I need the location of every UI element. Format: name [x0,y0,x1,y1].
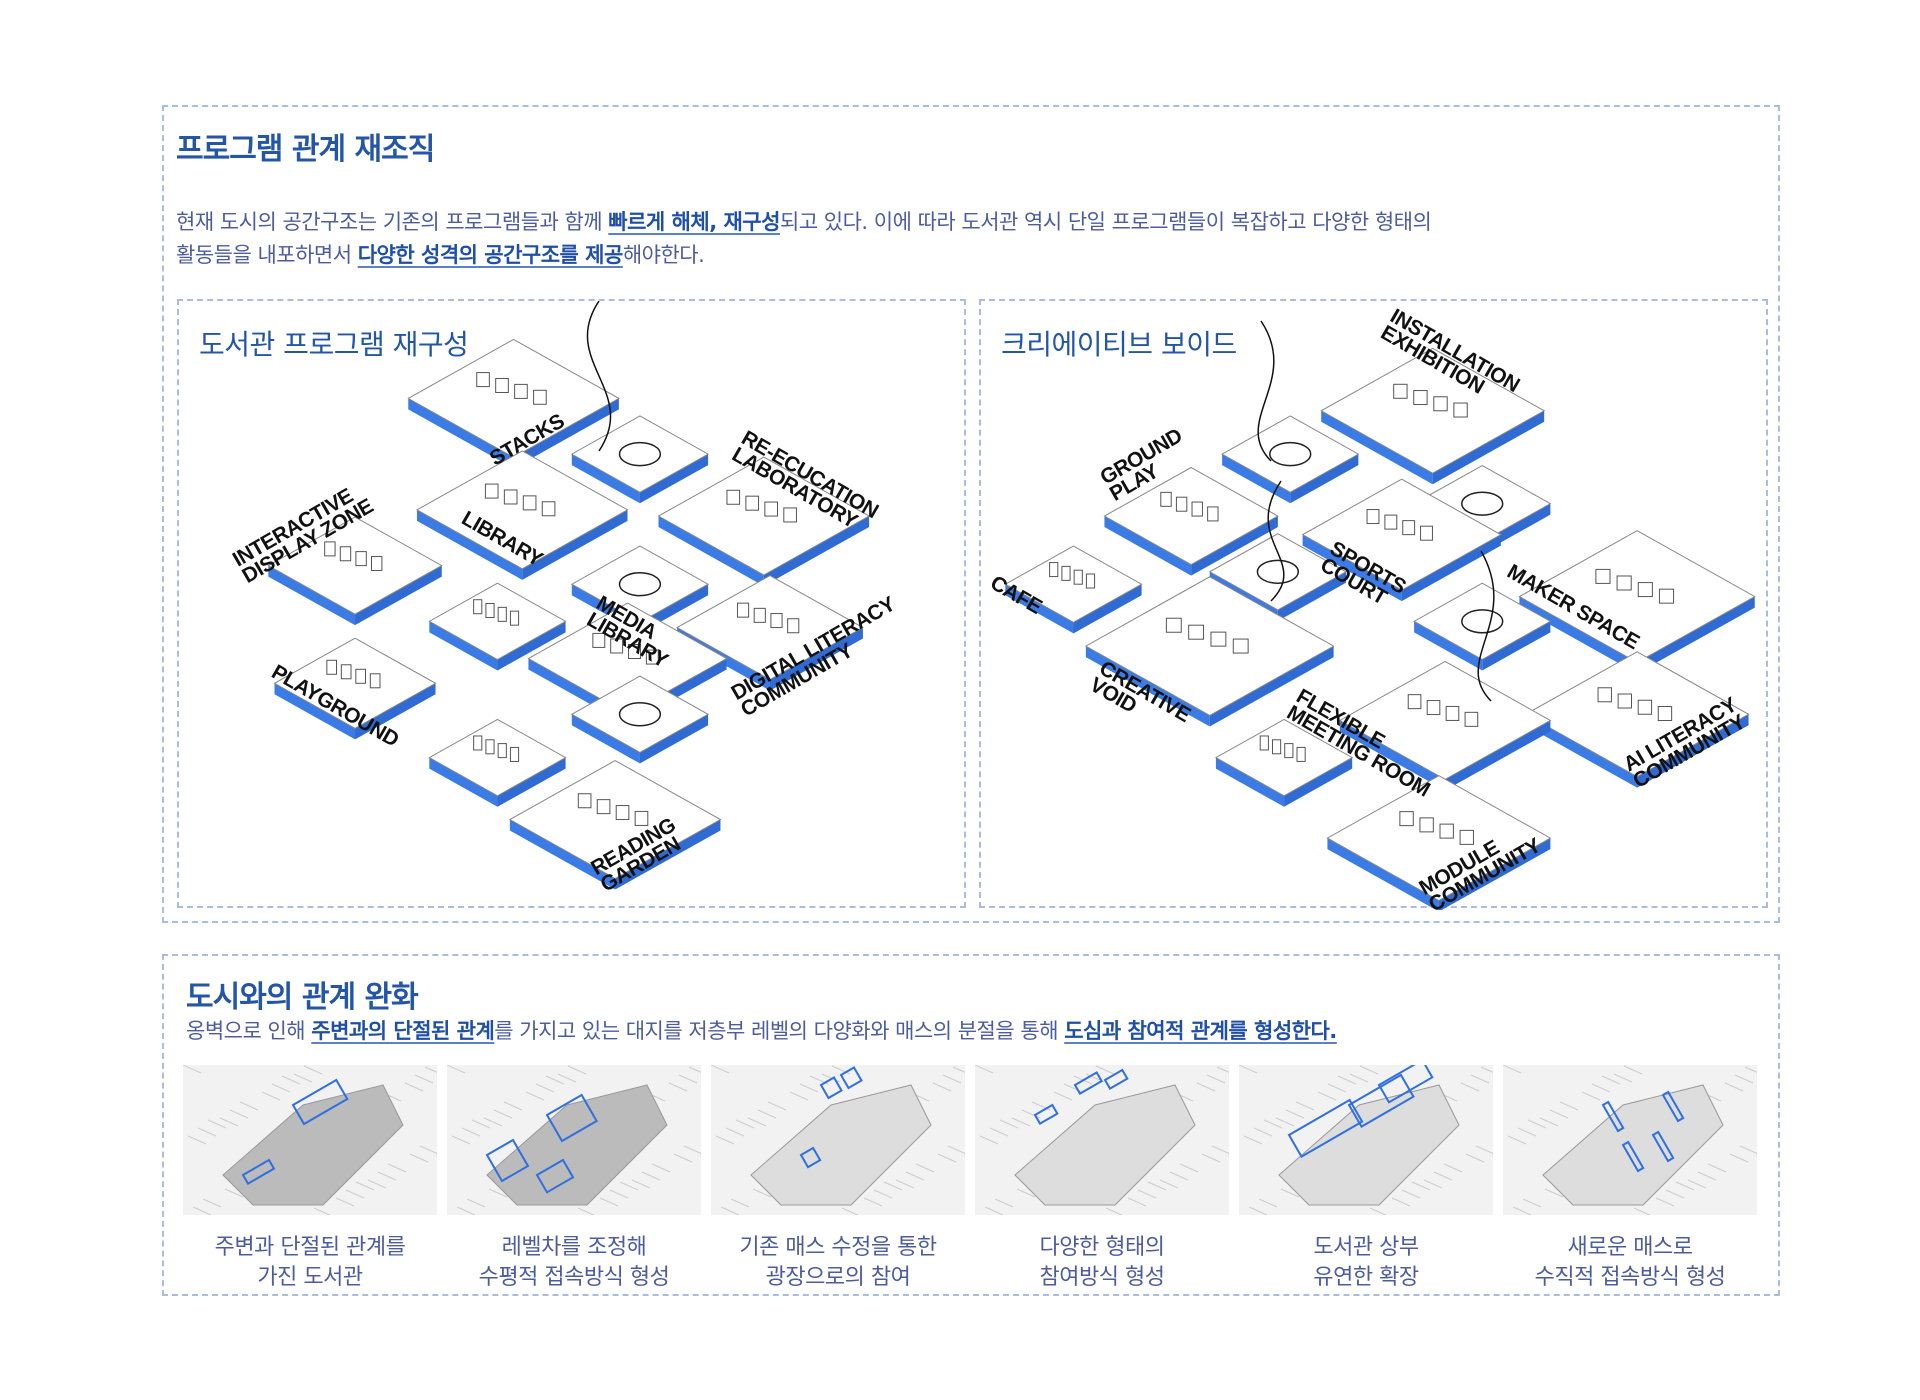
text: 되고 있다. 이에 따라 도서관 역시 단일 프로그램들이 복잡하고 다양한 형… [779,210,1432,234]
caption-line: 주변과 단절된 관계를 [214,1235,406,1260]
section-description: 옹벽으로 인해 주변과의 단절된 관계를 가지고 있는 대지를 저층부 레벨의 … [186,1015,1337,1048]
panel-title: 크리에이티브 보이드 [1001,328,1237,361]
site-axonometric-image [1239,1065,1493,1215]
section-title: 도시와의 관계 완화 [186,980,419,1015]
program-slab [508,760,722,890]
program-slab [1004,545,1143,634]
caption-line: 수평적 접속방식 형성 [478,1265,670,1290]
program-slab [1301,478,1502,602]
program-reorganization-section [162,105,1780,923]
caption-line: 수직적 접속방식 형성 [1534,1265,1726,1290]
program-slab [415,450,629,580]
emphasis-text: 주변과의 단절된 관계 [311,1019,495,1043]
caption-line: 가진 도서관 [257,1265,363,1290]
program-slab [1084,576,1335,727]
panel-title: 도서관 프로그램 재구성 [199,328,469,361]
text: 를 가지고 있는 대지를 저층부 레벨의 다양화와 매스의 분절을 통해 [494,1019,1065,1043]
caption-line: 다양한 형태의 [1039,1235,1165,1260]
caption-line: 광장으로의 참여 [765,1265,911,1290]
cord-line [1257,320,1275,462]
creative-void-diagram: 크리에이티브 보이드 [979,299,1768,910]
urban-relation-section [162,954,1780,1296]
text: 해야한다. [622,243,705,267]
emphasis-text: 빠르게 해체, 재구성 [608,210,780,234]
program-slab [1518,530,1756,674]
caption-line: 레벨차를 조정해 [501,1235,647,1260]
site-axonometric-image [975,1065,1229,1215]
cord-line [1477,550,1495,702]
program-slab [1524,651,1750,788]
program-slab [1326,775,1552,910]
program-slab [1103,466,1279,576]
site-axonometric-image [447,1065,701,1215]
program-slab [428,582,567,671]
caption-line: 유연한 확장 [1313,1265,1419,1290]
void-slab [1221,415,1360,504]
program-slab [267,516,443,626]
program-slab [1214,718,1354,807]
library-program-diagram: 도서관 프로그램 재구성 [177,299,966,908]
program-slab [1338,660,1552,791]
isometric-diagram [267,301,871,890]
site-axonometric-image [1503,1065,1757,1215]
site-axonometric-image [183,1065,437,1215]
caption-line: 새로운 매스로 [1567,1235,1693,1260]
caption-line: 기존 매스 수정을 통한 [739,1235,937,1260]
void-slab [1413,582,1552,671]
section-title: 프로그램 관계 재조직 [176,132,435,167]
isometric-diagram [1004,320,1756,910]
text: 옹벽으로 인해 [186,1019,312,1043]
cord-line [1267,480,1285,602]
void-slab [570,415,710,504]
emphasis-text: 다양한 성격의 공간구조를 제공 [357,243,624,267]
void-slab [570,675,710,764]
section-description: 현재 도시의 공간구조는 기존의 프로그램들과 함께 빠르게 해체, 재구성되고… [176,206,1432,272]
program-slab [428,718,567,807]
emphasis-text: 도심과 참여적 관계를 형성한다. [1064,1019,1337,1043]
program-slab [1320,347,1546,485]
cord-line [586,301,612,452]
text: 활동들을 내포하면서 [176,243,358,267]
program-slab [657,456,871,587]
caption-line: 도서관 상부 [1313,1235,1419,1260]
caption-line: 참여방식 형성 [1039,1265,1165,1290]
text: 현재 도시의 공간구조는 기존의 프로그램들과 함께 [176,210,609,234]
program-slab [273,637,437,740]
site-axonometric-image [711,1065,965,1215]
